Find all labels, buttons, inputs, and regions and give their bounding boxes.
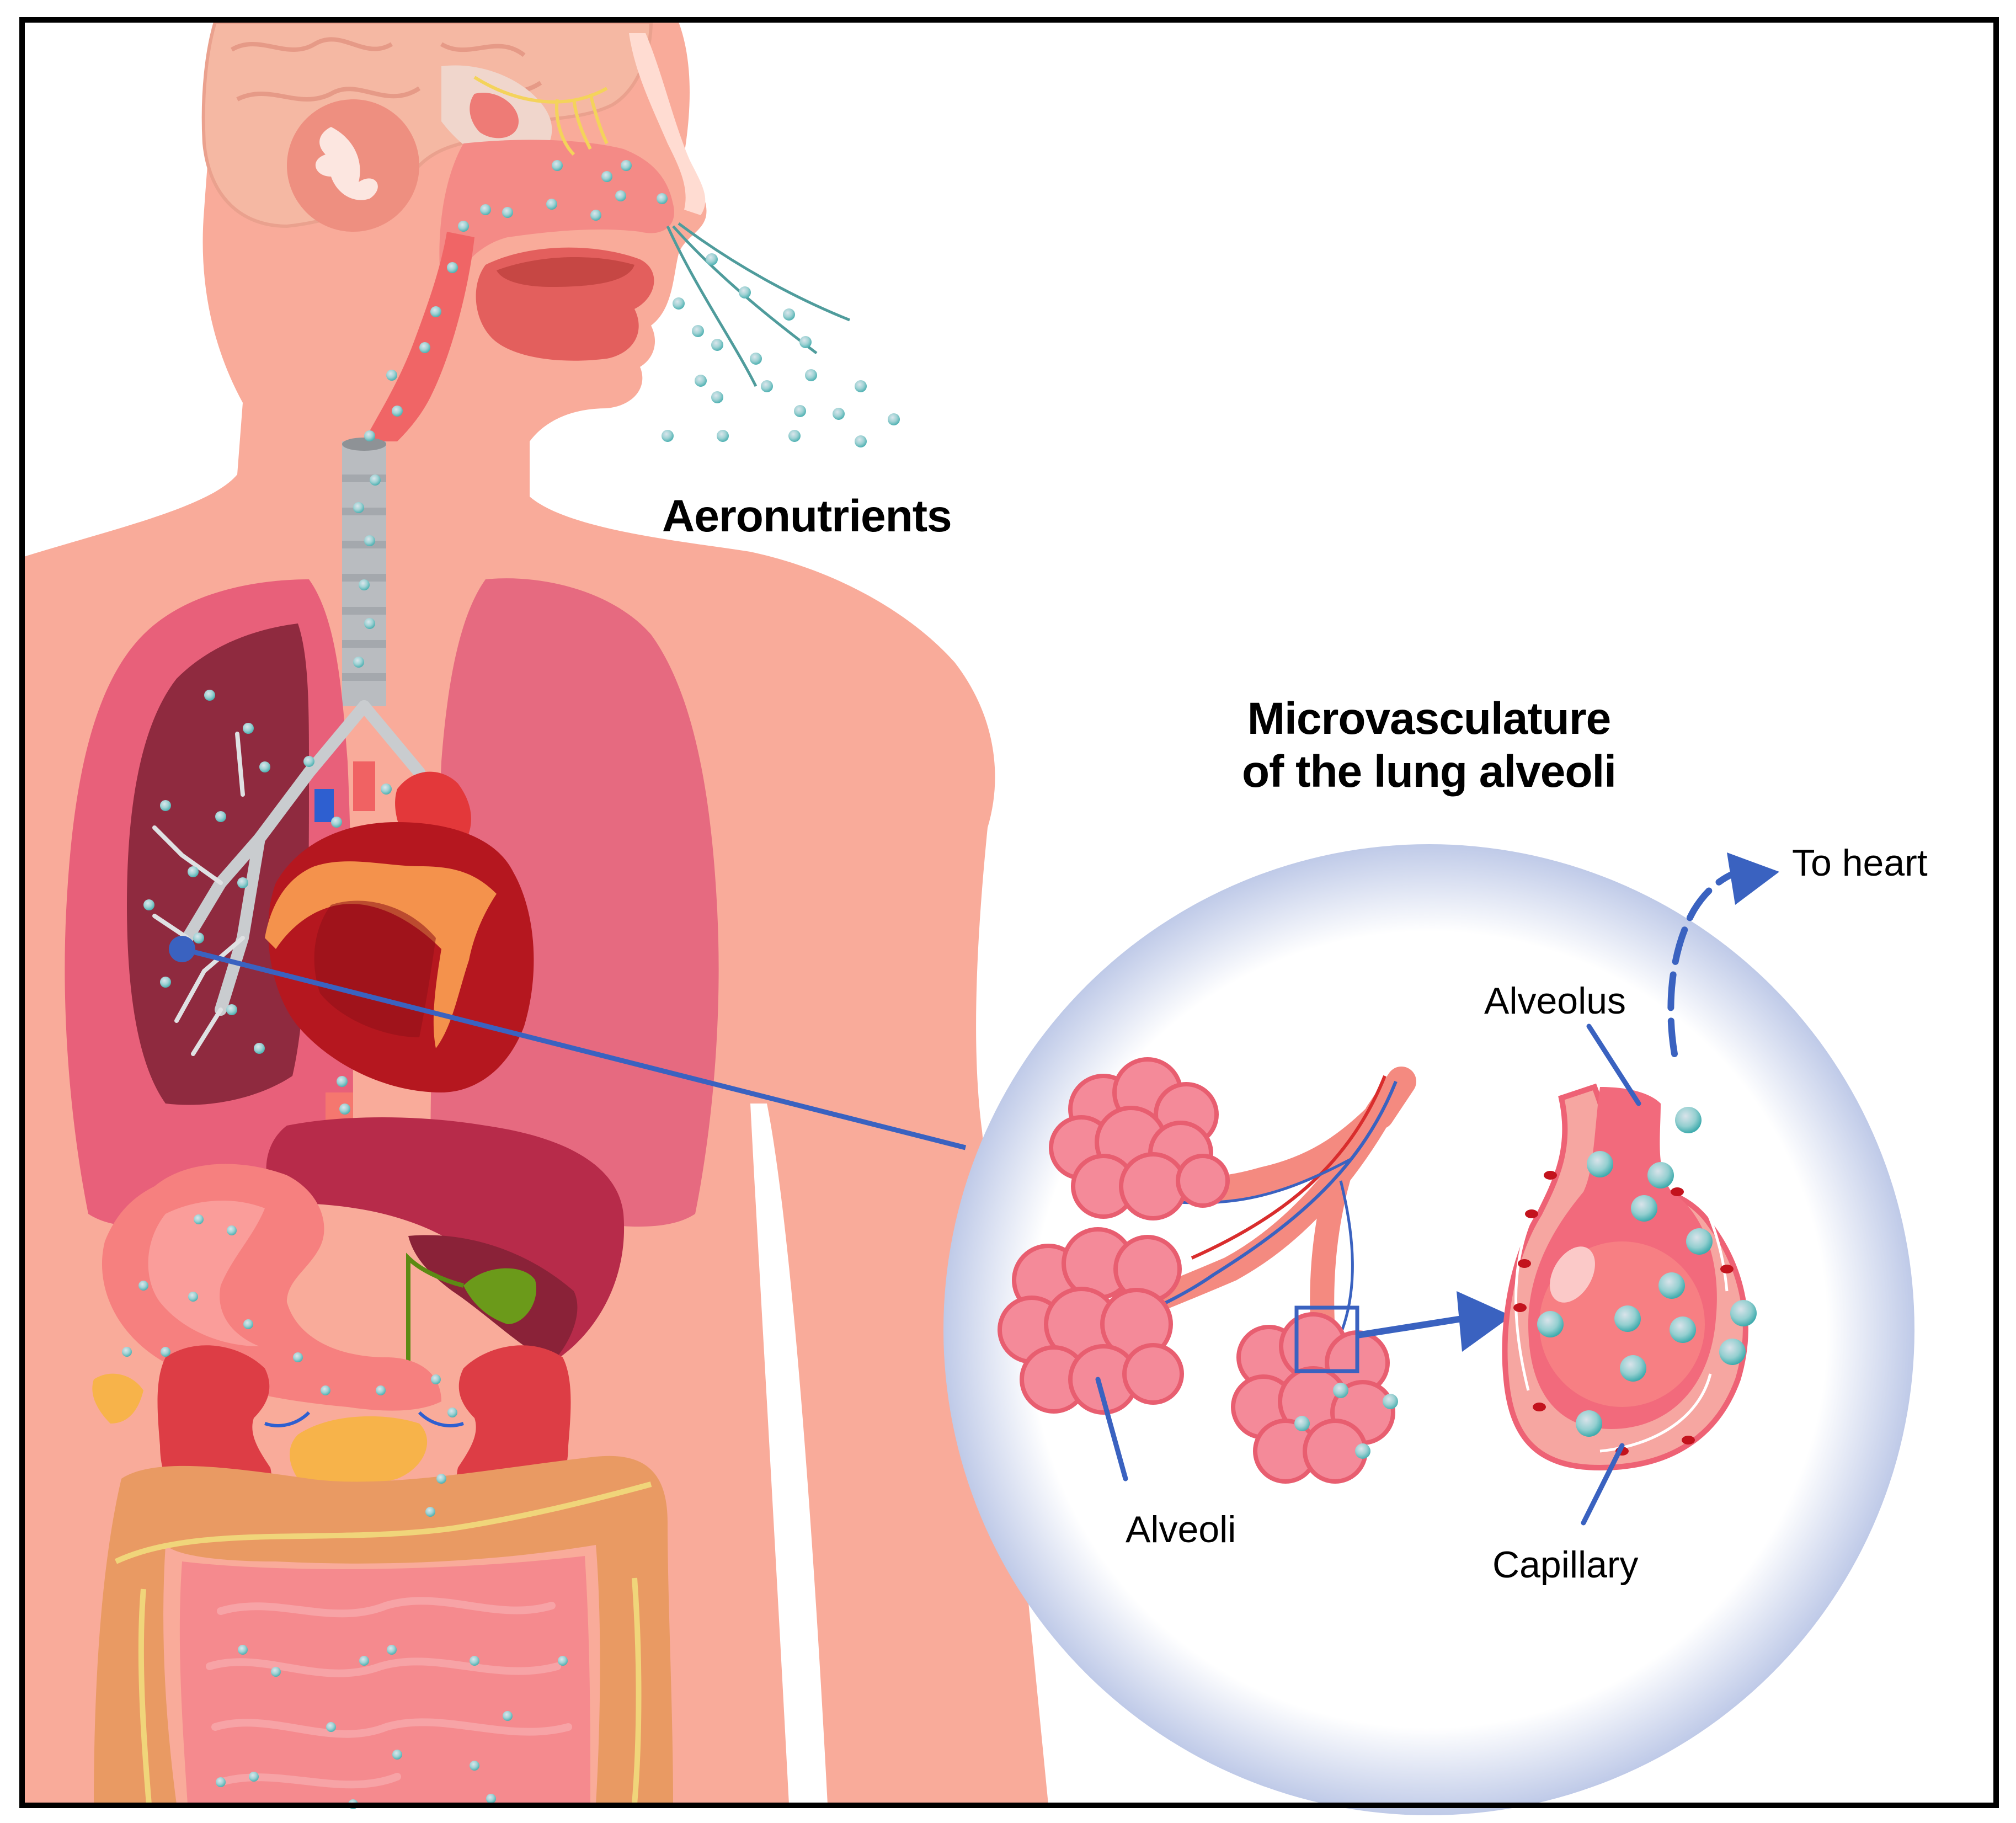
alveoli-particles xyxy=(1294,1383,1398,1459)
gallbladder xyxy=(463,1268,536,1324)
pancreas xyxy=(290,1416,428,1487)
alveoli-cluster-top xyxy=(1049,1057,1230,1220)
alveoli-label: Alveoli xyxy=(1126,1508,1236,1550)
small-intestine xyxy=(179,1556,590,1804)
pointer-line-icon xyxy=(169,936,967,1150)
to-heart-label: To heart xyxy=(1792,842,1928,884)
pharynx xyxy=(364,232,474,441)
inset-title-line-1: Microvasculature xyxy=(1247,694,1612,744)
abdominal-organs xyxy=(92,1117,673,1805)
alveoli-cluster-left xyxy=(998,1227,1184,1415)
alveolus-label: Alveolus xyxy=(1484,980,1626,1022)
arrow-right-icon xyxy=(1357,1291,1512,1352)
alveoli-inset xyxy=(169,844,1914,1815)
curved-dashed-arrow-icon xyxy=(1667,852,1779,1057)
aeronutrient-particles xyxy=(122,160,900,1809)
colon xyxy=(94,1456,673,1804)
heart xyxy=(265,761,534,1092)
head-cross-section xyxy=(201,20,706,441)
aeronutrients-label: Aeronutrients xyxy=(662,491,952,541)
arm-notch xyxy=(750,1104,828,1804)
inset-title-line-2: of the lung alveoli xyxy=(1241,747,1617,797)
alveolus-detail xyxy=(1502,1083,1757,1471)
heart-fat xyxy=(265,861,497,1048)
selection-square-icon xyxy=(1294,1305,1359,1373)
capillary-label: Capillary xyxy=(1492,1544,1639,1586)
lungs xyxy=(65,578,719,1227)
left-lung-inner xyxy=(127,623,309,1105)
callout-lines xyxy=(1095,1024,1641,1526)
figure-border xyxy=(19,17,1999,1808)
nasal-cavity xyxy=(439,140,674,287)
